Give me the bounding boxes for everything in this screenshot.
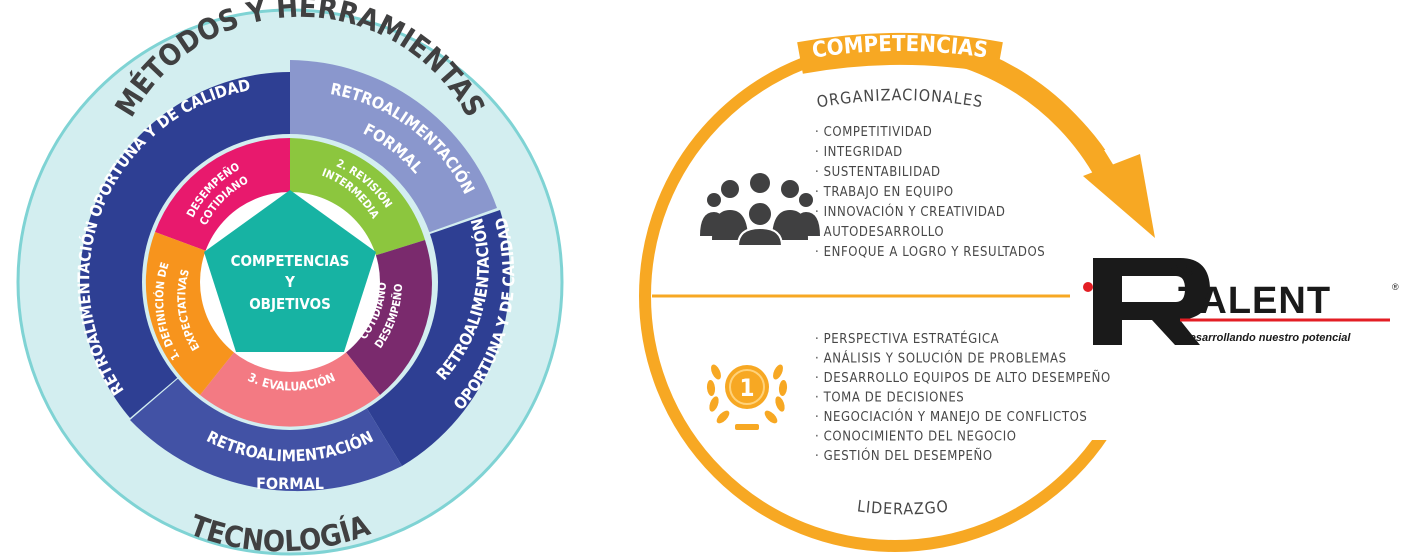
list-item: · PERSPECTIVA ESTRATÉGICA <box>815 331 999 347</box>
logo-bio: BIO <box>1168 262 1195 279</box>
logo-r-mark <box>1093 258 1210 345</box>
leadership-competencies-list: · PERSPECTIVA ESTRATÉGICA · ANÁLISIS Y SO… <box>815 331 1111 464</box>
medal-number: 1 <box>739 374 754 402</box>
list-item: · NEGOCIACIÓN Y MANEJO DE CONFLICTOS <box>815 409 1087 425</box>
center-label-1: COMPETENCIAS <box>231 252 350 270</box>
logo-tagline: desarrollando nuestro potencial <box>1183 332 1351 344</box>
list-item: · INNOVACIÓN Y CREATIVIDAD <box>815 204 1006 220</box>
list-item: · AUTODESARROLLO <box>815 225 944 240</box>
org-competencies-list: · COMPETITIVIDAD · INTEGRIDAD · SUSTENTABI… <box>815 125 1045 260</box>
logo-talent: TALENT <box>1178 280 1331 322</box>
list-item: · GESTIÓN DEL DESEMPEÑO <box>815 448 993 464</box>
center-pentagon <box>204 190 376 352</box>
list-item: · DESARROLLO EQUIPOS DE ALTO DESEMPEÑO <box>815 370 1111 386</box>
list-item: · TRABAJO EN EQUIPO <box>815 185 954 200</box>
list-item: · CONOCIMIENTO DEL NEGOCIO <box>815 430 1017 445</box>
band-bottom-label-2: FORMAL <box>256 474 324 493</box>
center-label-2: Y <box>284 273 295 291</box>
biotalent-logo: BIO TALENT ® desarrollando nuestro poten… <box>1083 258 1399 345</box>
list-item: · SUSTENTABILIDAD <box>815 165 941 180</box>
logo-registered: ® <box>1392 282 1399 292</box>
team-people-icon <box>700 173 820 247</box>
right-competencias-diagram: COMPETENCIAS ORGANIZACIONALES · COMPETIT… <box>639 32 1162 552</box>
lead-heading: LIDERAZGO <box>856 496 950 518</box>
list-item: · ENFOQUE A LOGRO Y RESULTADOS <box>815 245 1045 260</box>
list-item: · ANÁLISIS Y SOLUCIÓN DE PROBLEMAS <box>815 351 1067 367</box>
medal-laurel-icon: 1 <box>706 364 788 430</box>
list-item: · INTEGRIDAD <box>815 145 903 160</box>
list-item: · COMPETITIVIDAD <box>815 125 932 140</box>
left-circle-diagram: MÉTODOS Y HERRAMIENTAS TECNOLOGÍA RETROA… <box>16 0 564 557</box>
title-banner <box>797 33 1003 74</box>
logo-red-dot <box>1083 282 1093 292</box>
arrow-head <box>1083 154 1155 238</box>
center-label-3: OBJETIVOS <box>249 295 331 313</box>
org-heading: ORGANIZACIONALES <box>815 85 984 111</box>
list-item: · TOMA DE DECISIONES <box>815 391 964 406</box>
